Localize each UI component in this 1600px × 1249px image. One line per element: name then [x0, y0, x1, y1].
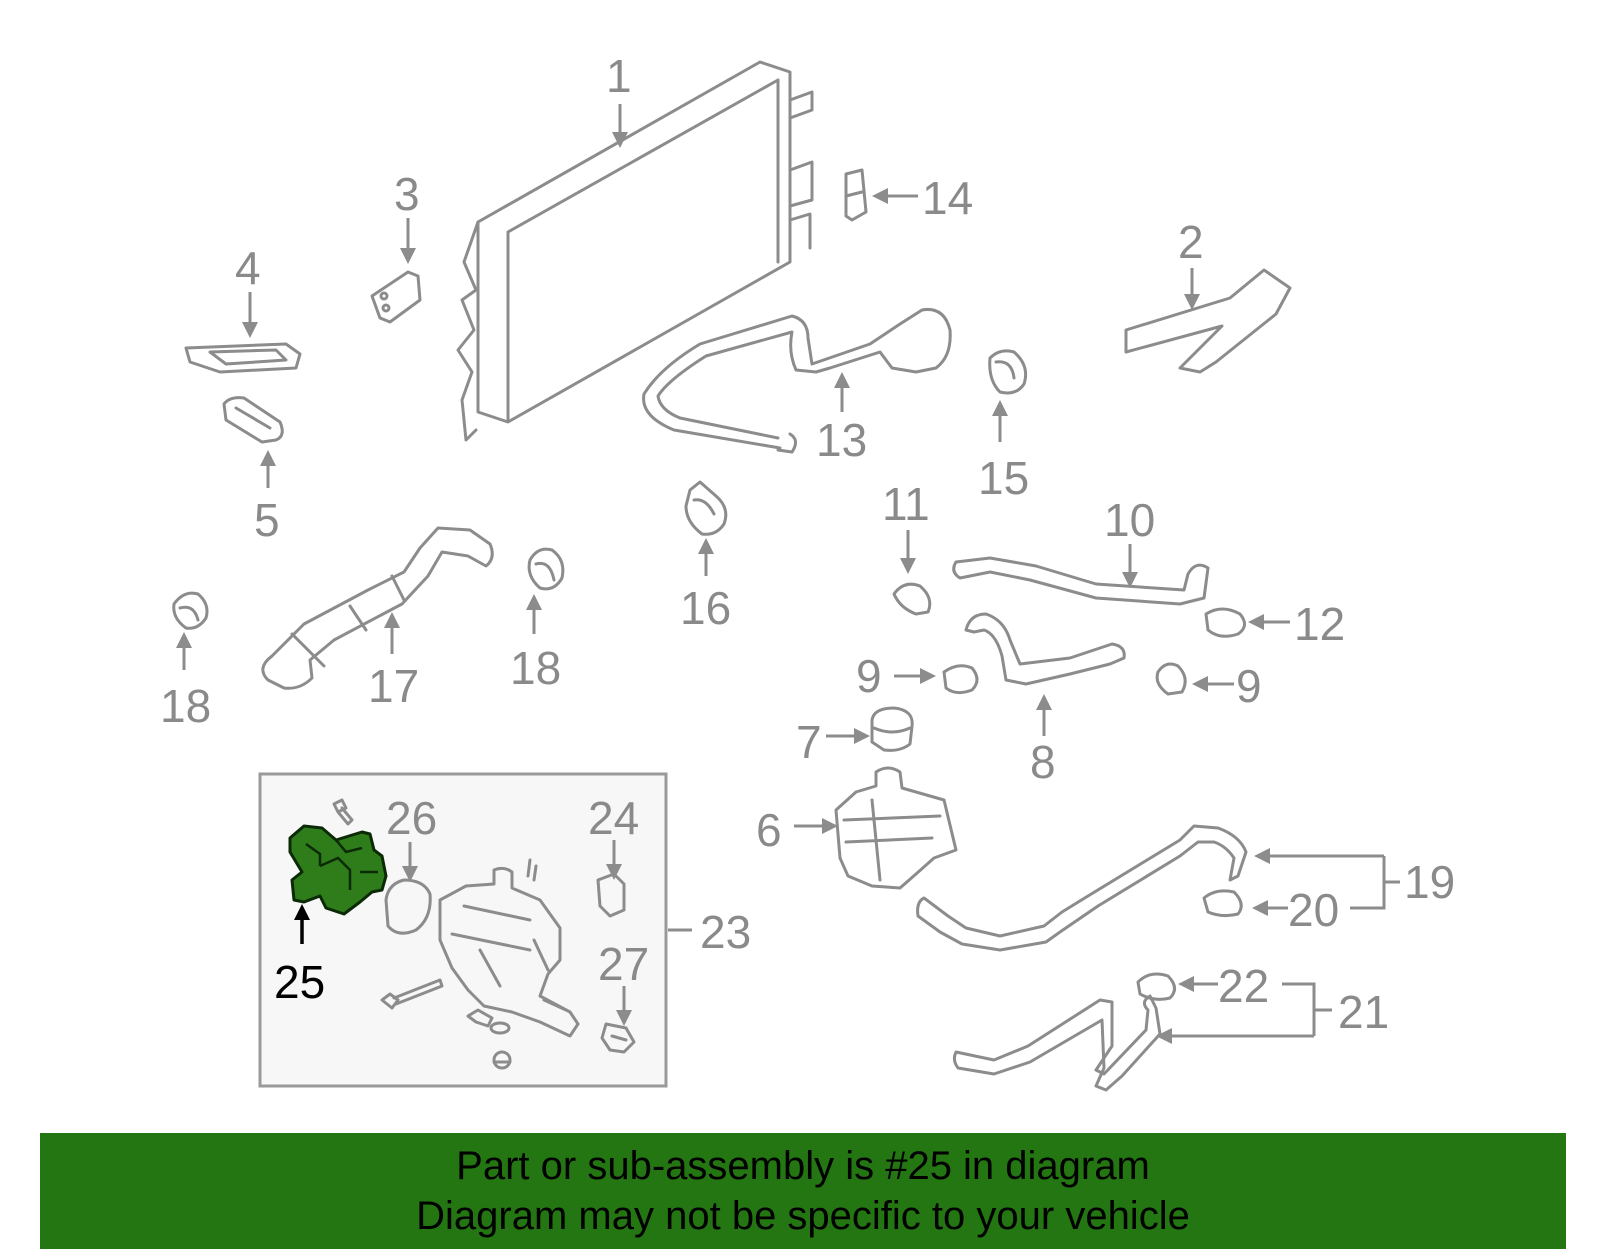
callout-7[interactable]: 7	[796, 716, 822, 768]
info-banner: Part or sub-assembly is #25 in diagram D…	[40, 1133, 1566, 1249]
part-2-baffle[interactable]	[1124, 268, 1292, 374]
part-13-hose[interactable]	[642, 307, 952, 454]
callout-6[interactable]: 6	[756, 804, 782, 856]
part-11-clamp[interactable]	[892, 582, 932, 616]
part-8-hose[interactable]	[964, 612, 1126, 686]
part-10-hose[interactable]	[952, 556, 1210, 606]
callout-9-right[interactable]: 9	[1236, 660, 1262, 712]
callout-24[interactable]: 24	[588, 792, 639, 844]
part-9-clamp-right[interactable]	[1155, 662, 1187, 696]
bracket-21	[1282, 982, 1332, 1036]
callout-13[interactable]: 13	[816, 414, 867, 466]
part-7-cap[interactable]	[870, 706, 914, 752]
part-18-clamp-right[interactable]	[527, 547, 565, 591]
callout-15[interactable]: 15	[978, 452, 1029, 504]
banner-line-1: Part or sub-assembly is #25 in diagram	[456, 1144, 1150, 1188]
part-26-gasket[interactable]	[384, 878, 432, 935]
callout-11[interactable]: 11	[882, 478, 930, 530]
part-23-housing[interactable]	[438, 858, 580, 1038]
callout-17[interactable]: 17	[368, 660, 419, 712]
callout-1[interactable]: 1	[606, 50, 632, 102]
banner-line-2: Diagram may not be specific to your vehi…	[416, 1194, 1190, 1238]
callout-18-right[interactable]: 18	[510, 642, 561, 694]
part-3-bracket[interactable]	[370, 270, 422, 324]
callout-14[interactable]: 14	[922, 172, 973, 224]
part-15-clamp[interactable]	[988, 349, 1028, 395]
callout-12[interactable]: 12	[1294, 598, 1345, 650]
part-19-hose[interactable]	[916, 824, 1248, 952]
callout-19[interactable]: 19	[1404, 856, 1455, 908]
part-17-hose[interactable]	[261, 526, 494, 690]
callout-22[interactable]: 22	[1218, 960, 1269, 1012]
part-27-bolt[interactable]	[600, 1022, 636, 1054]
callout-23[interactable]: 23	[700, 906, 751, 958]
callout-4[interactable]: 4	[235, 242, 261, 294]
callout-9-left[interactable]: 9	[856, 650, 882, 702]
part-14-seal[interactable]	[844, 168, 868, 222]
callout-27[interactable]: 27	[598, 938, 649, 990]
bracket-19	[1350, 856, 1400, 910]
part-1-radiator[interactable]	[456, 60, 814, 442]
part-12-clamp[interactable]	[1204, 607, 1246, 638]
callout-20[interactable]: 20	[1288, 884, 1339, 936]
part-16-clamp[interactable]	[684, 480, 728, 536]
part-5-insulator[interactable]	[222, 396, 284, 444]
part-22-clamp[interactable]	[1136, 972, 1176, 1001]
callout-2[interactable]: 2	[1178, 216, 1204, 268]
part-9-clamp-left[interactable]	[942, 664, 979, 695]
callout-10[interactable]: 10	[1104, 494, 1155, 546]
part-6-reservoir[interactable]	[834, 766, 958, 890]
callout-25[interactable]: 25	[274, 956, 325, 1008]
callout-18-left[interactable]: 18	[160, 680, 211, 732]
part-small-seal[interactable]	[466, 1008, 512, 1070]
part-25-highlighted[interactable]	[288, 824, 388, 916]
callout-16[interactable]: 16	[680, 582, 731, 634]
callout-8[interactable]: 8	[1030, 736, 1056, 788]
part-18-clamp-left[interactable]	[172, 591, 209, 630]
part-20-clamp[interactable]	[1202, 889, 1243, 918]
callout-21[interactable]: 21	[1338, 986, 1389, 1038]
callout-26[interactable]: 26	[386, 792, 437, 844]
part-4-insulator[interactable]	[184, 342, 302, 374]
part-screw-top[interactable]	[332, 798, 354, 826]
part-21-pipe[interactable]	[952, 994, 1162, 1092]
callout-5[interactable]: 5	[254, 494, 280, 546]
part-bolt-long[interactable]	[380, 978, 444, 1010]
inset-box-23	[258, 772, 668, 1088]
callout-3[interactable]: 3	[394, 168, 420, 220]
